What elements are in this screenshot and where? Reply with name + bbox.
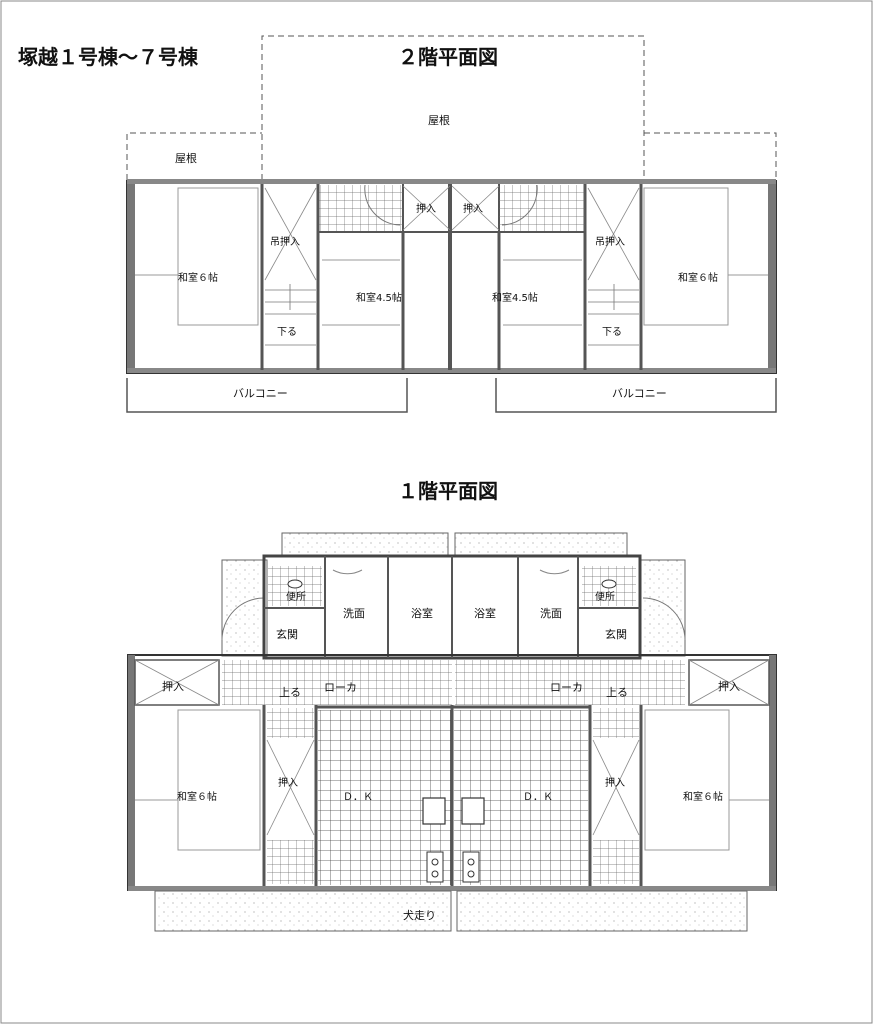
f2-stairs-down-right: 下る: [602, 326, 622, 338]
f2-hanging-closet-left: 吊押入: [270, 235, 300, 248]
f2-room45-right: 和室4.5帖: [492, 291, 538, 304]
f1-dk-right: Ｄ．Ｋ: [523, 792, 553, 803]
f2-stairs-down-left: 下る: [277, 326, 297, 338]
roof-outline-center: [261, 35, 645, 180]
f1-closet-top-right: 押入: [718, 679, 740, 693]
f1-stairs-up-right: 上る: [606, 686, 628, 699]
f1-toilet-left: 便所: [286, 590, 306, 603]
f1-toilet-right: 便所: [595, 590, 615, 603]
f1-room6-right: 和室６帖: [683, 790, 723, 803]
f1-washroom-left: 洗面: [343, 607, 365, 620]
f1-closet-top-left: 押入: [162, 679, 184, 693]
f2-room6-left: 和室６帖: [178, 271, 218, 284]
building-label: 塚越１号棟〜７号棟: [18, 45, 199, 69]
f1-stairs-up-left: 上る: [279, 686, 301, 699]
floor2-plan: 屋根 屋根: [126, 35, 777, 413]
f1-bath-left: 浴室: [411, 606, 433, 620]
f1-bath-right: 浴室: [474, 606, 496, 620]
f1-entrance-left: 玄関: [276, 627, 298, 641]
f2-hanging-closet-right: 吊押入: [595, 235, 625, 248]
f2-closet-right: 押入: [463, 202, 483, 215]
f2-room45-left: 和室4.5帖: [356, 291, 402, 304]
f1-washroom-right: 洗面: [540, 607, 562, 620]
f2-room6-right: 和室６帖: [678, 271, 718, 284]
floor1-plan: 便所 便所 洗面 洗面 浴室 浴室 玄関 玄関 押入 押入 上る 上る ローカ …: [127, 532, 777, 932]
f2-closet-left: 押入: [416, 202, 436, 215]
roof-label-left: 屋根: [175, 151, 197, 165]
f1-veranda: 犬走り: [403, 908, 436, 922]
floor1-title: １階平面図: [398, 479, 498, 503]
f1-closet-mid-right: 押入: [605, 776, 625, 789]
f1-entrance-right: 玄関: [605, 627, 627, 641]
roof-outline-right: [644, 132, 777, 180]
floor2-title: ２階平面図: [398, 45, 498, 69]
f1-closet-mid-left: 押入: [278, 776, 298, 789]
f1-corridor-left: ローカ: [324, 681, 357, 694]
f2-balcony-right: バルコニー: [612, 387, 667, 400]
f1-room6-left: 和室６帖: [177, 790, 217, 803]
roof-outline-left: [126, 132, 262, 180]
roof-label-center: 屋根: [428, 113, 450, 127]
f1-corridor-right: ローカ: [550, 681, 583, 694]
f1-dk-left: Ｄ．Ｋ: [343, 792, 373, 803]
f2-balcony-left: バルコニー: [233, 387, 288, 400]
